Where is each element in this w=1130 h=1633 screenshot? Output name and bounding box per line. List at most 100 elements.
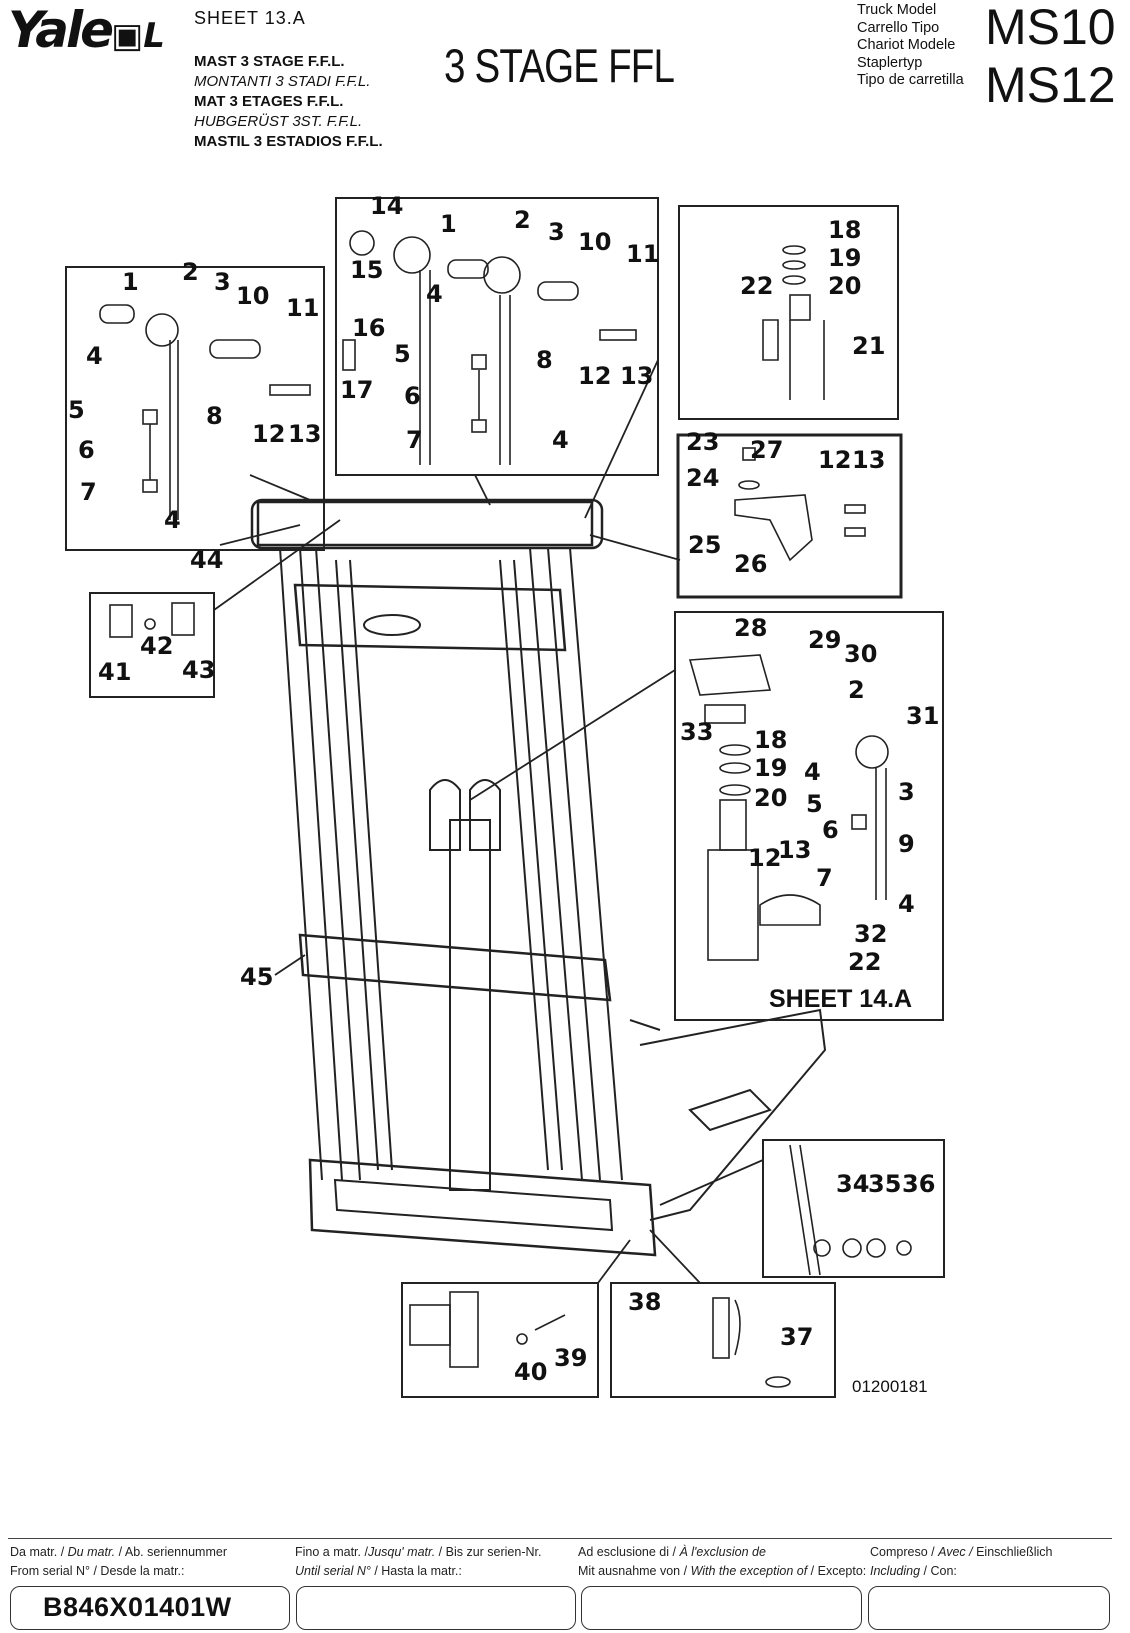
callout-box-f-30: 30 xyxy=(844,640,877,668)
callout-box-d-12: 12 xyxy=(818,446,851,474)
callout-box-f-5: 5 xyxy=(806,790,823,818)
footer-including-label-2: Including / Con: xyxy=(870,1564,957,1578)
mast-title-es: MASTIL 3 ESTADIOS F.F.L. xyxy=(194,133,383,150)
box-i-parts xyxy=(712,1297,791,1388)
callout-box-f-7: 7 xyxy=(816,864,833,892)
callout-box-f-13: 13 xyxy=(778,836,811,864)
callout-box-b-2: 2 xyxy=(514,206,531,234)
callout-box-g-34: 34 xyxy=(836,1170,869,1198)
callout-box-a-2: 2 xyxy=(182,258,199,286)
mast-titles: MAST 3 STAGE F.F.L. MONTANTI 3 STADI F.F… xyxy=(194,52,383,152)
footer-exception-label-2: Mit ausnahme von / With the exception of… xyxy=(578,1564,867,1578)
truck-model-label-en: Truck Model xyxy=(857,2,937,18)
callout-box-a-10: 10 xyxy=(236,282,269,310)
box-f-parts xyxy=(688,654,889,961)
callout-box-d-27: 27 xyxy=(750,436,783,464)
truck-model-label-de: Staplertyp xyxy=(857,54,923,71)
callout-box-b-7: 7 xyxy=(406,426,423,454)
callout-box-a-8: 8 xyxy=(206,402,223,430)
box-c-parts xyxy=(762,245,825,400)
mast-title-en: MAST 3 STAGE F.F.L. xyxy=(194,53,345,70)
callout-box-d-23: 23 xyxy=(686,428,719,456)
callout-box-b-5: 5 xyxy=(394,340,411,368)
sheet-label: SHEET 13.A xyxy=(194,8,306,28)
callout-box-f-3: 3 xyxy=(898,778,915,806)
truck-model-label-fr: Chariot Modele xyxy=(857,37,956,53)
box-a-parts xyxy=(99,304,311,520)
callout-box-e-42: 42 xyxy=(140,632,173,660)
box-e-parts xyxy=(109,602,195,638)
truck-model-labels: Truck Model Carrello Tipo Chariot Modele… xyxy=(857,2,964,90)
callout-box-f-18: 18 xyxy=(754,726,787,754)
callout-box-a-3: 3 xyxy=(214,268,231,296)
callout-box-h-39: 39 xyxy=(554,1344,587,1372)
callout-box-d-13: 13 xyxy=(852,446,885,474)
leader-lines xyxy=(213,359,764,1284)
callout-box-f-28: 28 xyxy=(734,614,767,642)
drawing-number: 01200181 xyxy=(852,1377,928,1396)
callout-box-b-12: 12 xyxy=(578,362,611,390)
forklift-logo-icon: ▣L xyxy=(111,16,165,56)
callout-box-f-4: 4 xyxy=(804,758,821,786)
mast-title-de: HUBGERÜST 3ST. F.F.L. xyxy=(194,113,363,130)
callout-box-a-11: 11 xyxy=(286,294,319,322)
callout-box-b-17: 17 xyxy=(340,376,373,404)
callout-box-d-26: 26 xyxy=(734,550,767,578)
footer-until-label-2: Until serial N° / Hasta la matr.: xyxy=(295,1564,462,1578)
callout-main-45: 45 xyxy=(240,963,273,991)
until-serial-field[interactable] xyxy=(296,1586,576,1630)
footer-col-from: Da matr. / Du matr. / Ab. seriennummer F… xyxy=(10,1543,227,1581)
callout-box-b-6: 6 xyxy=(404,382,421,410)
footer-from-label-2: From serial N° / Desde la matr.: xyxy=(10,1564,185,1578)
yale-logo: Yale▣L xyxy=(8,2,165,64)
callout-box-b-10: 10 xyxy=(578,228,611,256)
callout-box-g-35: 35 xyxy=(868,1170,901,1198)
callout-box-b-8: 8 xyxy=(536,346,553,374)
callout-box-a-4: 4 xyxy=(164,506,181,534)
callout-box-a-4: 4 xyxy=(86,342,103,370)
callout-box-a-1: 1 xyxy=(122,268,139,296)
footer-from-label-1: Da matr. / Du matr. / Ab. seriennummer xyxy=(10,1545,227,1559)
box-b-parts xyxy=(342,230,637,465)
footer-exception-label-1: Ad esclusione di / À l'exclusion de xyxy=(578,1545,766,1559)
callout-box-f-31: 31 xyxy=(906,702,939,730)
callout-box-f-22: 22 xyxy=(848,948,881,976)
callout-box-i-38: 38 xyxy=(628,1288,661,1316)
callout-box-e-41: 41 xyxy=(98,658,131,686)
footer-divider xyxy=(8,1538,1112,1539)
callout-box-d-25: 25 xyxy=(688,531,721,559)
model-ms12: MS12 xyxy=(985,57,1116,113)
callout-box-f-29: 29 xyxy=(808,626,841,654)
callout-box-c-21: 21 xyxy=(852,332,885,360)
callout-box-f-33: 33 xyxy=(680,718,713,746)
callout-box-f-20: 20 xyxy=(754,784,787,812)
callout-box-i-37: 37 xyxy=(780,1323,813,1351)
callout-box-b-16: 16 xyxy=(352,314,385,342)
callout-box-f-2: 2 xyxy=(848,676,865,704)
callout-box-f-12: 12 xyxy=(748,844,781,872)
callout-box-f-32: 32 xyxy=(854,920,887,948)
box-d-parts xyxy=(734,447,866,562)
callout-box-a-13: 13 xyxy=(288,420,321,448)
logo-text: Yale xyxy=(8,1,114,59)
callout-box-c-18: 18 xyxy=(828,216,861,244)
callout-box-b-13: 13 xyxy=(620,362,653,390)
callout-box-d-24: 24 xyxy=(686,464,719,492)
box-h-parts xyxy=(409,1291,566,1368)
callout-box-a-12: 12 xyxy=(252,420,285,448)
mast-title-fr: MAT 3 ETAGES F.F.L. xyxy=(194,93,344,110)
footer-col-exception: Ad esclusione di / À l'exclusion de Mit … xyxy=(578,1543,866,1581)
box-g-parts xyxy=(789,1144,912,1276)
callout-box-b-1: 1 xyxy=(440,210,457,238)
from-serial-field[interactable]: B846X01401W xyxy=(10,1586,290,1630)
page-title: 3 STAGE FFL xyxy=(444,39,675,92)
exception-field[interactable] xyxy=(581,1586,862,1630)
callout-box-g-36: 36 xyxy=(902,1170,935,1198)
truck-model-label-it: Carrello Tipo xyxy=(857,19,940,36)
callout-box-f-9: 9 xyxy=(898,830,915,858)
callout-box-f-4: 4 xyxy=(898,890,915,918)
callout-box-c-19: 19 xyxy=(828,244,861,272)
including-field[interactable] xyxy=(868,1586,1110,1630)
